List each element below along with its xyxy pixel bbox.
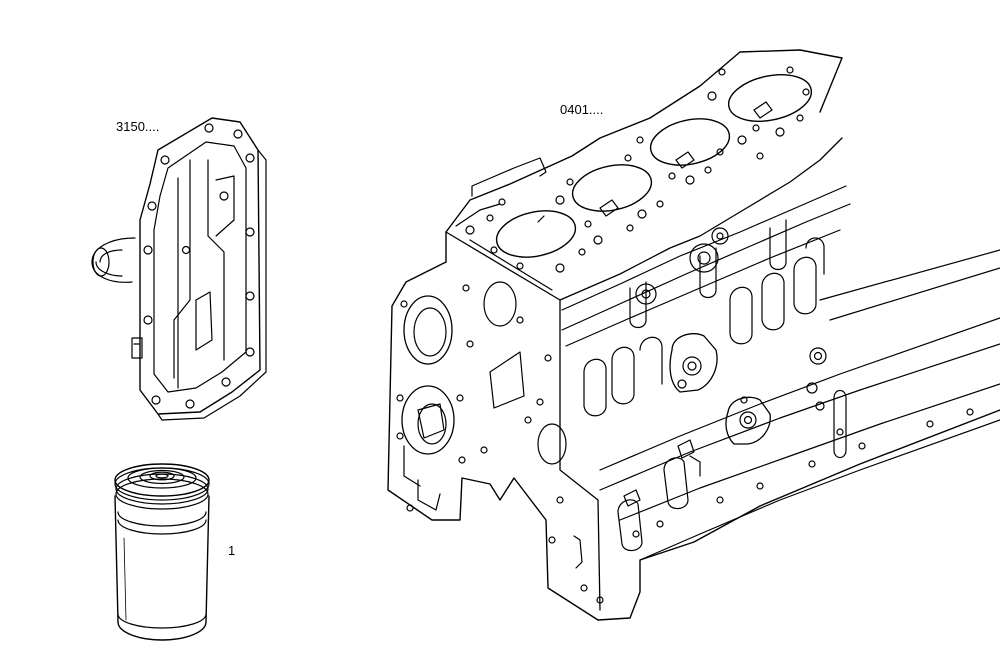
engine-block-part xyxy=(388,50,1000,620)
callout-label-cover: 3150.... xyxy=(116,119,160,134)
oil-cooler-cover-part xyxy=(92,118,266,420)
callout-label-filter: 1 xyxy=(228,543,236,558)
oil-filter-part xyxy=(115,464,209,640)
callout-label-block: 0401.... xyxy=(560,102,604,117)
